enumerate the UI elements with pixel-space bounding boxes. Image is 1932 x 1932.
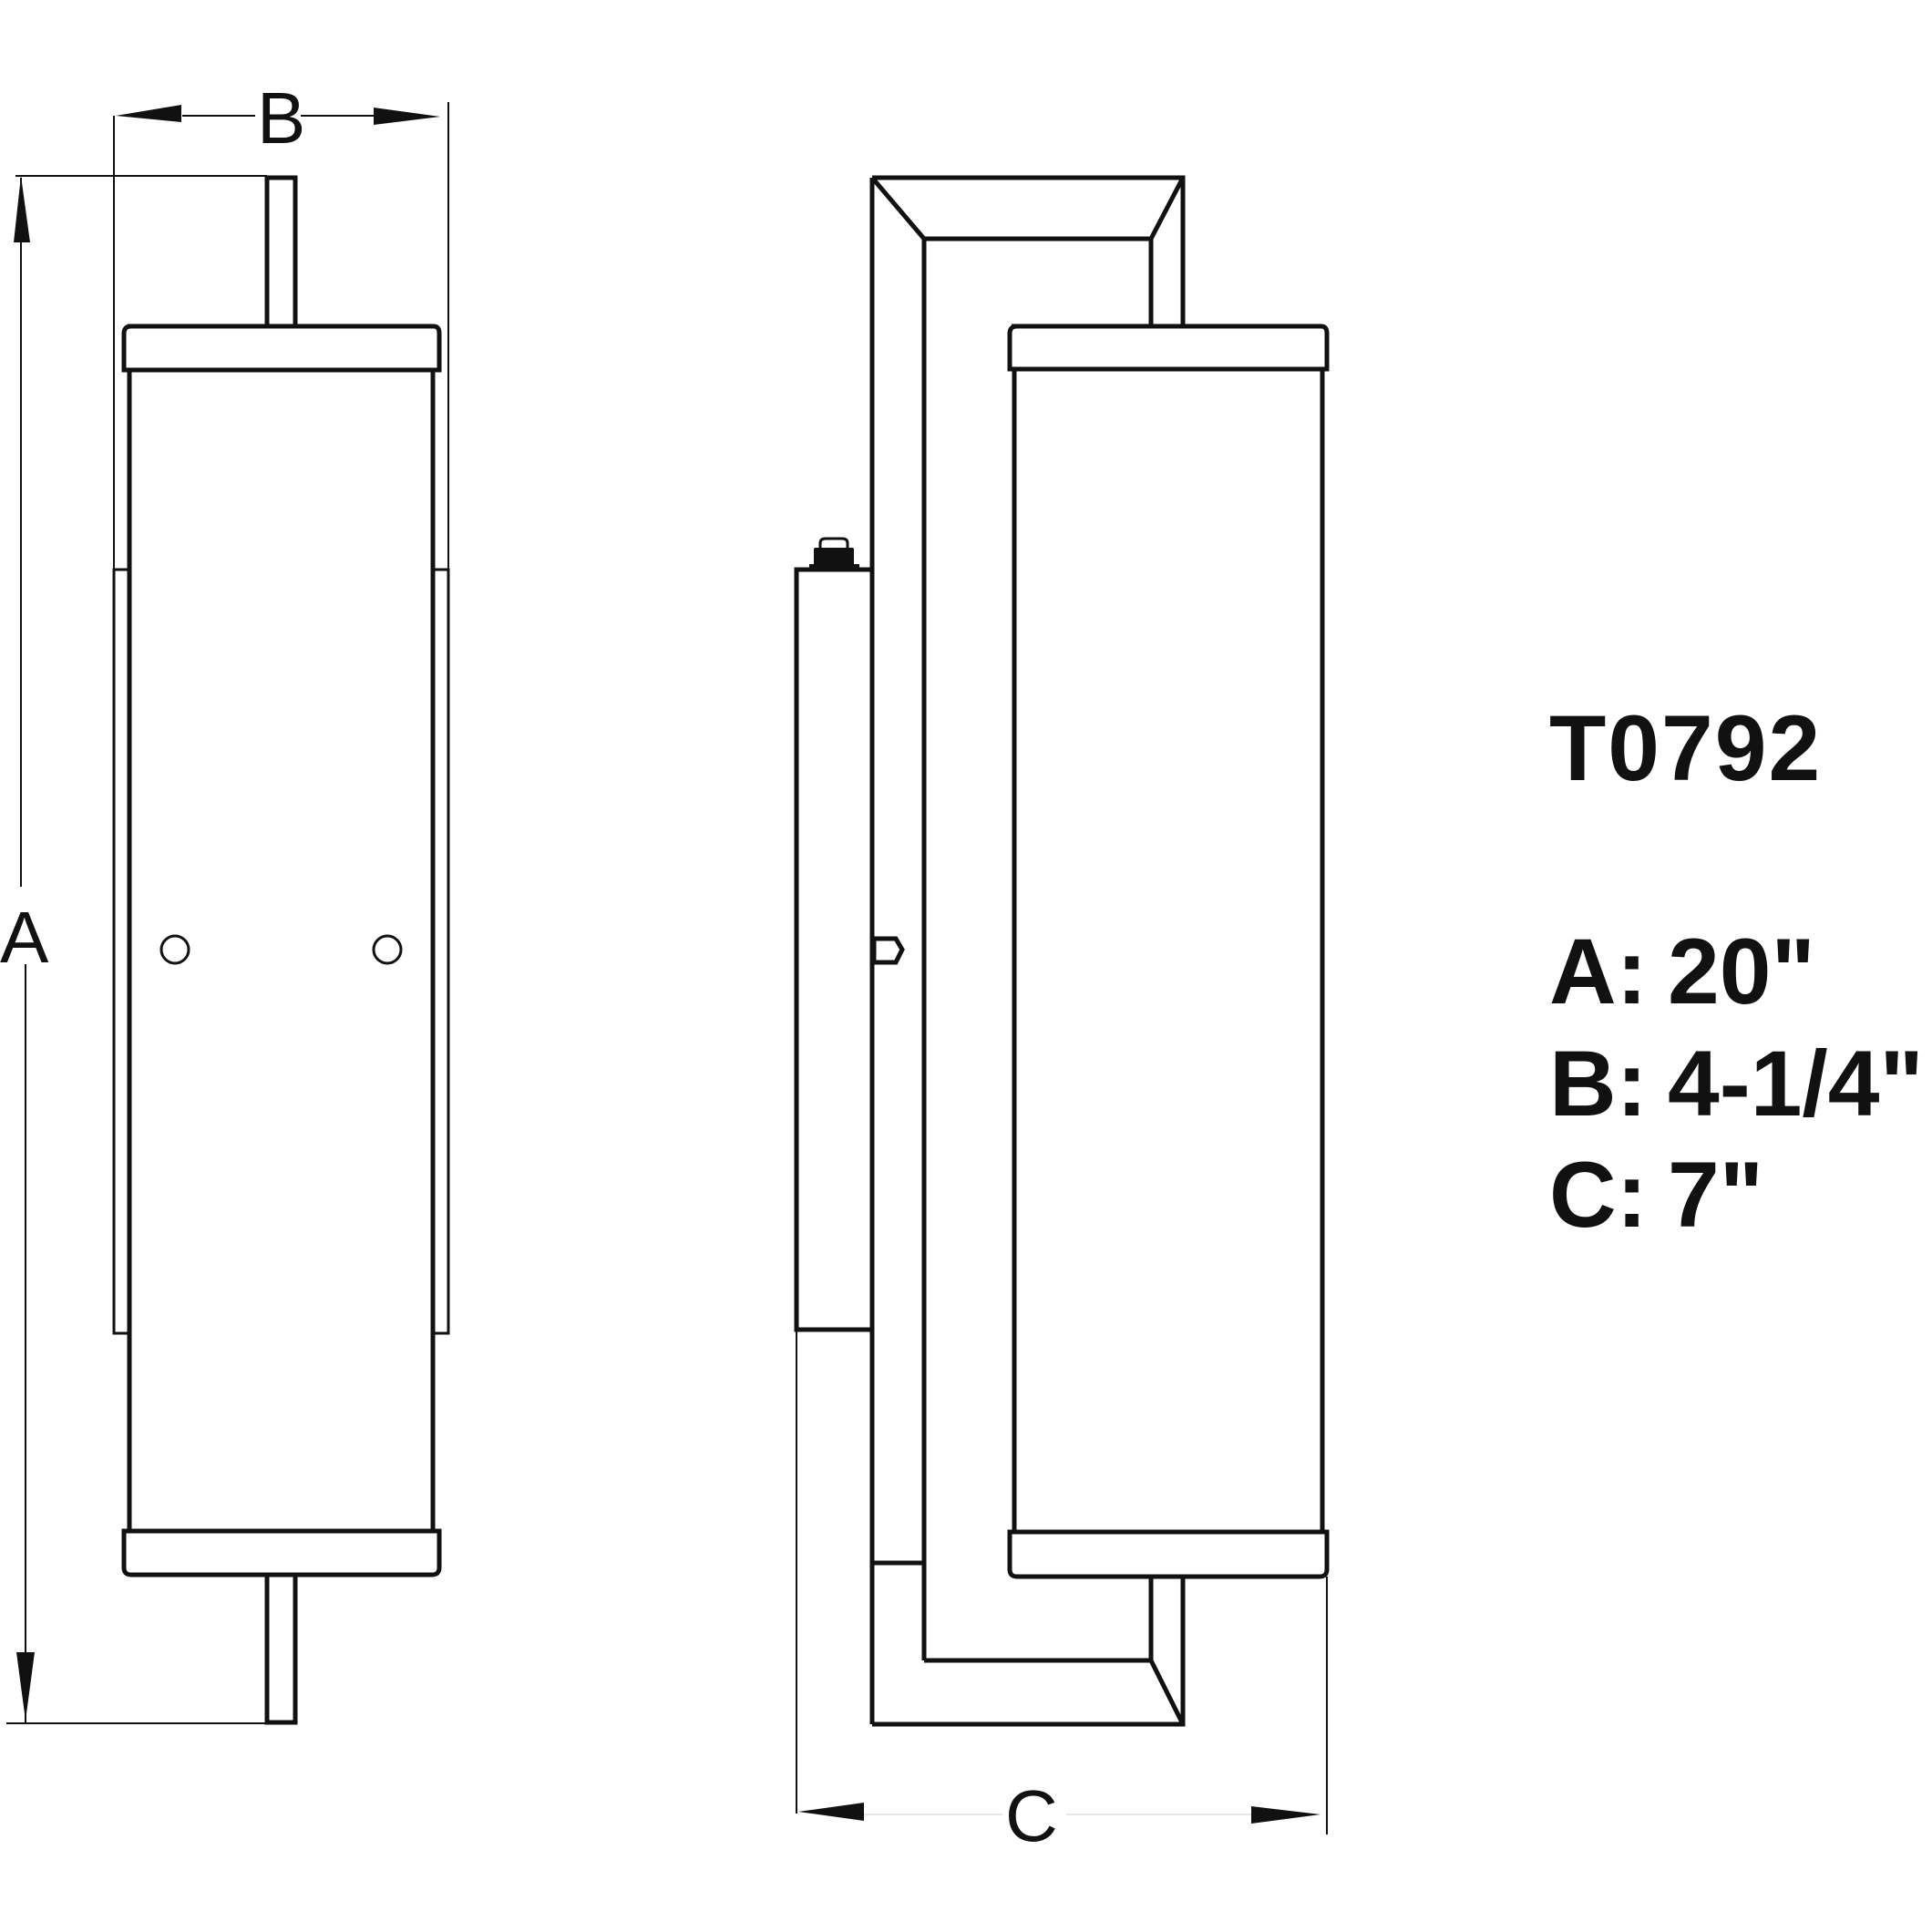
dimension-c: C — [796, 1330, 1328, 1856]
bottom-cap — [121, 1528, 442, 1577]
mount-hole-left — [159, 934, 190, 965]
spec-value: 20" — [1668, 920, 1815, 1023]
model-number: T0792 — [1549, 696, 1823, 800]
arrow-right-icon — [374, 108, 440, 125]
label-b: B — [257, 77, 305, 159]
mount-hole-right — [372, 934, 403, 965]
side-top-cap — [1007, 324, 1330, 372]
top-cap — [121, 324, 442, 373]
spec-value: 4-1/4" — [1668, 1032, 1924, 1136]
backplate-left — [112, 568, 131, 1335]
arrow-left-icon — [798, 1803, 864, 1821]
bracket-top-bevel — [870, 176, 1186, 242]
glass-body — [127, 367, 436, 1534]
bracket-bottom-bevel — [924, 1658, 1186, 1726]
bracket-bottom-outer — [872, 1577, 1186, 1727]
spec-key: A: — [1549, 920, 1648, 1023]
dimension-b: B — [113, 77, 449, 570]
bottom-stem — [264, 1572, 298, 1725]
side-glass-body — [1012, 366, 1325, 1535]
screw-nub-icon — [871, 936, 905, 965]
side-view — [794, 175, 1330, 1727]
side-bottom-cap — [1007, 1529, 1330, 1579]
arrow-right-icon — [1251, 1806, 1321, 1824]
arrow-left-icon — [116, 105, 181, 122]
spec-value: 7" — [1668, 1143, 1764, 1247]
top-stem — [264, 175, 298, 329]
spec-row-c: C:7" — [1549, 1148, 1763, 1241]
spec-row-b: B:4-1/4" — [1549, 1037, 1924, 1130]
knob-handle-icon — [818, 537, 849, 549]
knob-base — [809, 564, 859, 570]
spec-key: C: — [1549, 1143, 1648, 1247]
knob-body — [814, 548, 854, 566]
dimension-a: A — [0, 175, 267, 1724]
bracket-top-outer — [872, 175, 1186, 326]
label-a: A — [0, 897, 49, 978]
front-view — [112, 175, 450, 1725]
arrow-up-icon — [14, 176, 30, 242]
label-c: C — [1005, 1775, 1058, 1856]
arrow-down-icon — [16, 1652, 35, 1721]
spec-key: B: — [1549, 1032, 1648, 1136]
spec-row-a: A:20" — [1549, 925, 1815, 1018]
backplate-right — [431, 568, 450, 1335]
side-backplate — [794, 567, 875, 1332]
